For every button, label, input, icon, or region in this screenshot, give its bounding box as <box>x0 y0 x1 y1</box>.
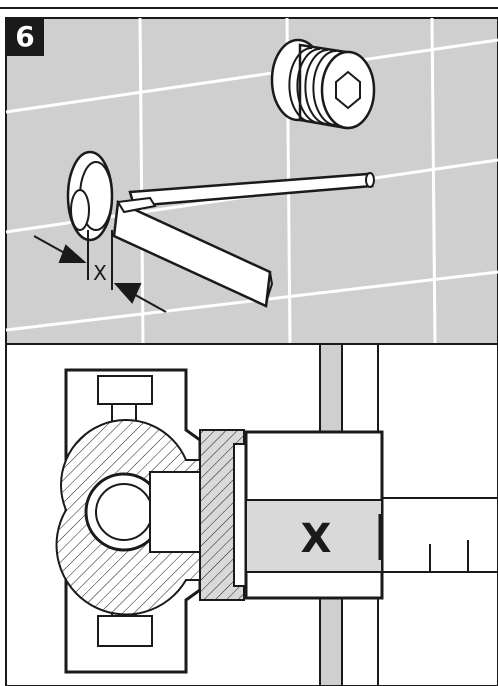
top-panel: X <box>5 17 498 345</box>
outlet-fitting <box>199 429 384 601</box>
top-x-dimension-label: X <box>93 261 107 285</box>
sleeve-band <box>245 499 383 573</box>
valve-body <box>55 368 245 674</box>
bottom-panel <box>5 343 498 686</box>
step-number-badge: 6 <box>6 18 44 56</box>
measuring-ruler <box>112 196 274 308</box>
pipe-flange <box>66 150 114 242</box>
bottom-x-dimension-label: X <box>300 516 332 562</box>
threaded-plug <box>270 38 376 130</box>
scale-ruler <box>380 497 498 573</box>
dimension-markers: X <box>33 230 167 313</box>
